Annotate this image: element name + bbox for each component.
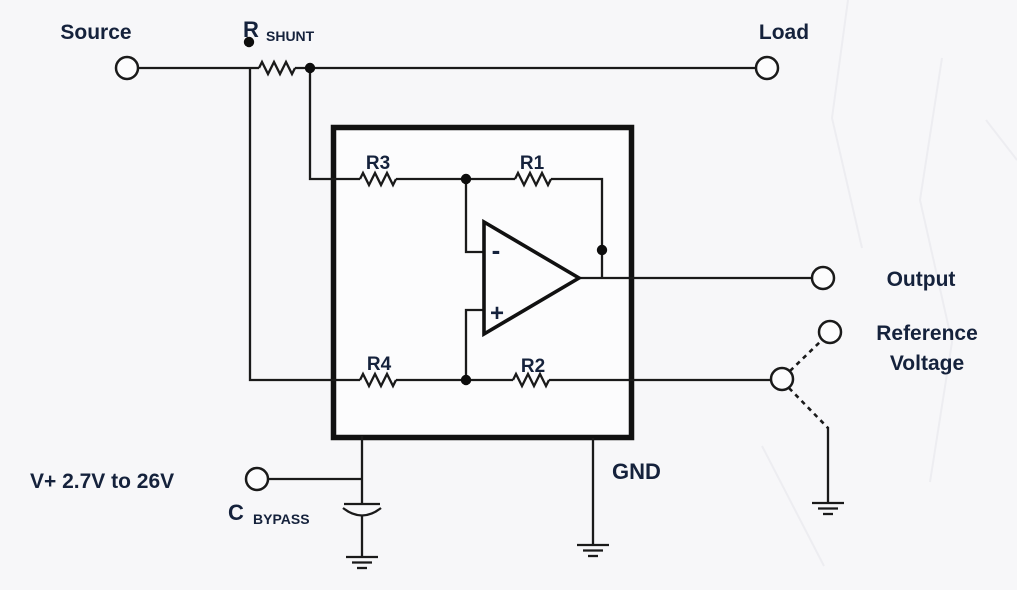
background-crease — [985, 119, 1017, 161]
gnd-ground-symbol — [577, 543, 609, 558]
c-bypass-subscript-label: BYPASS — [253, 511, 310, 527]
background-crease — [830, 0, 863, 249]
supply-label: V+ 2.7V to 26V — [30, 470, 174, 493]
r2-label: R2 — [521, 356, 545, 377]
r3-resistor-symbol — [358, 170, 398, 188]
resistors — [257, 59, 553, 389]
r1-resistor-symbol — [513, 170, 553, 188]
supply-terminal — [244, 466, 270, 492]
background-crease — [761, 445, 825, 567]
reference-upper-dashed-link — [789, 340, 822, 372]
bypass-capacitor-symbol — [342, 502, 382, 517]
reference-voltage-label-line2: Voltage — [890, 352, 964, 375]
inverting-input-wire — [464, 179, 484, 254]
r3-label: R3 — [366, 153, 390, 174]
labels: Source R SHUNT Load R3 R1 R4 R2 - + Outp… — [30, 17, 978, 527]
output-label: Output — [887, 268, 956, 291]
opamp-noninverting-label: + — [490, 300, 504, 327]
reference-voltage-label-line1: Reference — [876, 322, 978, 345]
feedback-junction-dot — [596, 244, 608, 256]
r1-label: R1 — [520, 153, 545, 174]
r-shunt-prefix-label: R — [243, 17, 259, 42]
opamp-inverting-label: - — [492, 235, 501, 265]
source-label: Source — [60, 21, 131, 44]
background-crease — [918, 57, 954, 483]
noninverting-input-wire — [464, 308, 484, 380]
gnd-label: GND — [612, 459, 661, 484]
r-shunt-resistor-symbol — [257, 59, 297, 77]
r4-resistor-symbol — [358, 371, 398, 389]
c-bypass-prefix-label: C — [228, 500, 244, 525]
r4-r2-junction-dot — [460, 374, 472, 386]
r3-r1-junction-dot — [460, 173, 472, 185]
opamp-symbol — [482, 218, 583, 338]
load-label: Load — [759, 21, 809, 44]
junction-dots — [243, 36, 608, 386]
bypass-cap-bottom-plate — [342, 507, 382, 517]
reference-select-links — [788, 340, 829, 429]
r-shunt-subscript-label: SHUNT — [266, 28, 315, 44]
wires — [138, 66, 830, 557]
reference-lower-dashed-link — [788, 387, 829, 429]
ground-symbols — [346, 501, 844, 570]
shunt-load-junction-dot — [304, 62, 316, 74]
background-texture — [761, 0, 1017, 567]
reference-pin-terminal — [769, 366, 795, 392]
shunt-left-sense-wire — [248, 68, 360, 382]
source-terminal — [114, 55, 140, 81]
bypass-ground-symbol — [346, 555, 378, 570]
output-terminal — [810, 265, 836, 291]
r2-resistor-symbol — [511, 371, 551, 389]
terminals — [114, 55, 843, 492]
r-shunt-label-dot — [243, 36, 255, 48]
reference-voltage-terminal — [817, 319, 843, 345]
reference-ground-symbol — [812, 501, 844, 516]
r4-label: R4 — [367, 354, 392, 375]
shunt-right-sense-wire — [308, 68, 360, 181]
load-terminal — [754, 55, 780, 81]
